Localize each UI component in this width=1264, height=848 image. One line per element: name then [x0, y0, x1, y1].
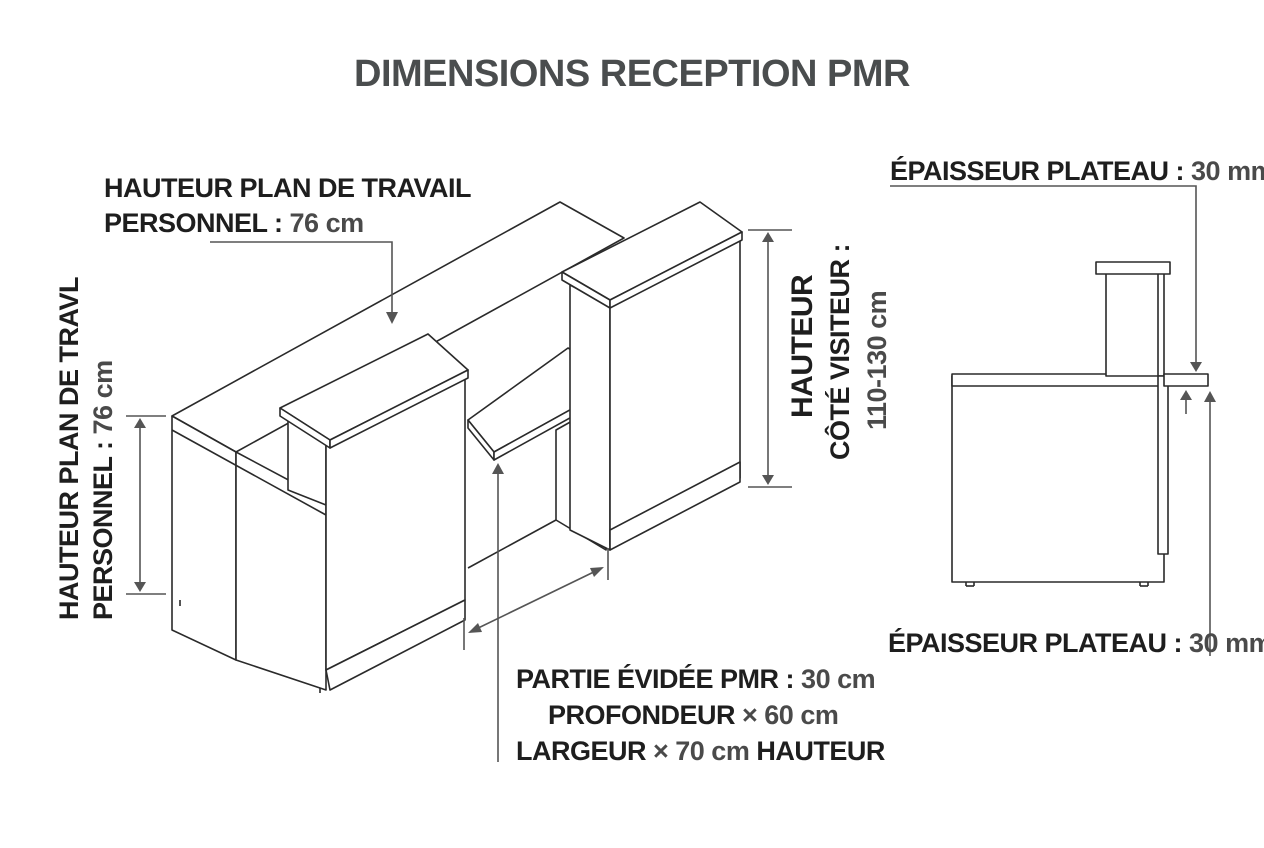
thickness-bottom-label: ÉPAISSEUR PLATEAU : 30 mm [888, 627, 1264, 658]
diagram-title: DIMENSIONS RECEPTION PMR [354, 53, 910, 95]
side-upper-top [1095, 261, 1171, 275]
right-counter-side-back [569, 284, 611, 551]
pmr-label-arrow [492, 463, 504, 474]
staff-rotated-line1: HAUTEUR PLAN DE TRAVL [54, 277, 84, 620]
pmr-label-line1: PARTIE ÉVIDÉE PMR : 30 cm [516, 663, 875, 694]
top-thickness-leader [890, 185, 1197, 368]
side-upper-panel [1105, 271, 1165, 377]
staff-height-label-line2: PERSONNEL : 76 cm [104, 208, 364, 238]
visitor-height-line3: 110-130 cm [862, 291, 892, 430]
left-counter-top-front [329, 369, 469, 449]
side-desk-body [951, 375, 1165, 583]
isometric-desk-drawing [171, 201, 743, 693]
right-counter-top-front [609, 231, 743, 309]
thickness-tick-arrow [1180, 390, 1192, 400]
thickness-top-label: ÉPAISSEUR PLATEAU : 30 mm [890, 155, 1264, 186]
pmr-dim-arrow-right [590, 567, 604, 577]
left-dim-arrow-bottom [134, 582, 146, 592]
side-view-drawing [951, 261, 1209, 587]
pmr-label-line2: PROFONDEUR × 60 cm [548, 700, 838, 730]
visitor-height-line2-group: CÔTÉ VISITEUR : [824, 244, 855, 460]
visitor-height-rotated-label: HAUTEUR [786, 274, 819, 418]
right-dim-arrow-bottom [762, 475, 774, 485]
right-dim-arrow-top [762, 232, 774, 242]
staff-rotated-line2: PERSONNEL : 76 cm [88, 360, 118, 620]
visitor-height-line1: HAUTEUR [786, 274, 819, 418]
visitor-height-line2: CÔTÉ VISITEUR : [824, 244, 855, 460]
desk-edge-line [171, 429, 327, 516]
desk-left-front [171, 415, 237, 661]
side-pmr-shelf [1163, 373, 1209, 387]
staff-height-label-line1: HAUTEUR PLAN DE TRAVAIL [104, 173, 471, 203]
visitor-height-line3-group: 110-130 cm [862, 291, 892, 430]
dimension-lines [126, 229, 792, 762]
pmr-dim-line [469, 567, 603, 633]
right-counter-plinth [609, 461, 741, 551]
side-pmr-leg [1157, 375, 1169, 555]
top-thickness-arrow [1190, 362, 1202, 372]
side-dimension-lines [890, 185, 1216, 656]
left-counter-plinth [325, 599, 466, 691]
staff-callout-leader [210, 241, 393, 318]
staff-callout-arrowhead [386, 312, 398, 324]
pmr-dim-arrow-left [468, 623, 482, 633]
pmr-label-line3: LARGEUR × 70 cm HAUTEUR [516, 736, 885, 766]
pmr-back-bottom [467, 519, 557, 569]
bottom-thickness-arrow [1204, 391, 1216, 402]
left-dim-arrow-top [134, 418, 146, 428]
staff-height-rotated-label: HAUTEUR PLAN DE TRAVL PERSONNEL : 76 cm [54, 277, 118, 620]
